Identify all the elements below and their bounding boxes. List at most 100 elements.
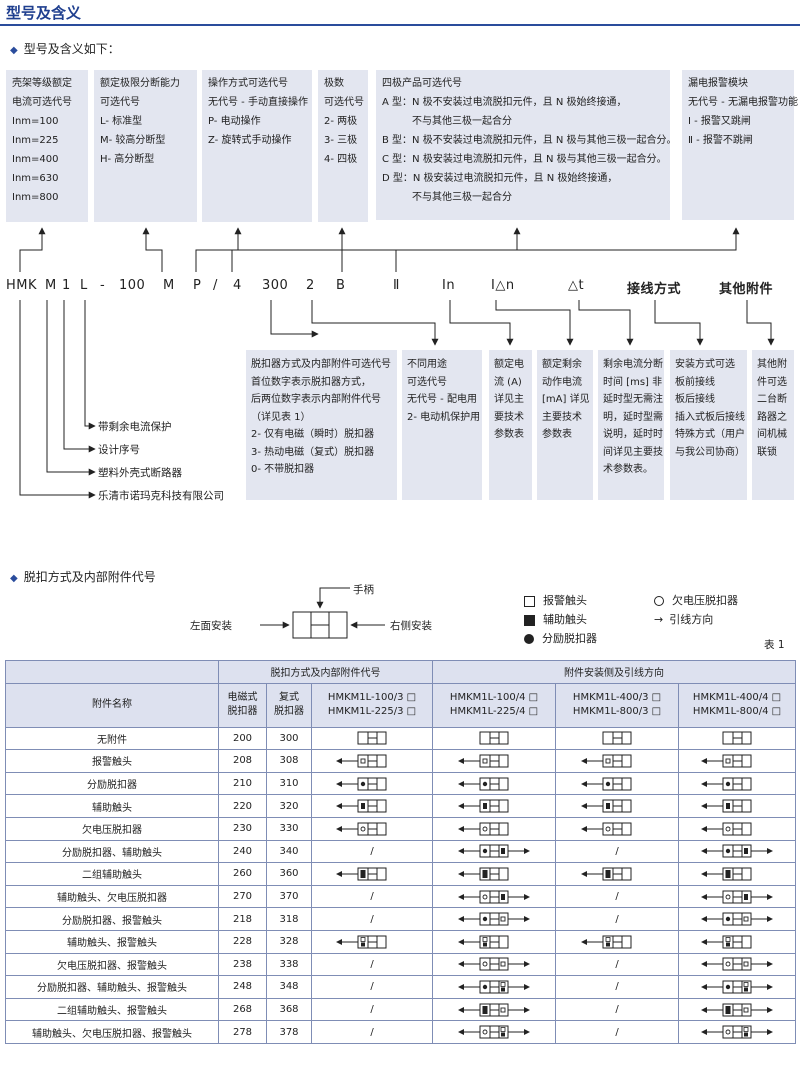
row-name: 辅助触头、报警触头 [5, 929, 219, 954]
breaker-symbol-icon [581, 935, 632, 949]
row-symbol-cell [555, 816, 679, 841]
top-box-line: 壳架等级额定 [12, 78, 72, 89]
right-mount-label: 右侧安装 [390, 620, 432, 632]
bottom-box-line: 2- 仅有电磁（瞬时）脱扣器 [251, 429, 375, 440]
row-em-code: 200 [218, 726, 267, 751]
open-circle-icon [654, 596, 664, 606]
row-symbol-cell [555, 749, 679, 773]
bottom-box-line: 无代号 - 配电用 [407, 394, 477, 405]
row-name: 辅助触头、欠电压脱扣器、报警触头 [5, 1020, 219, 1044]
top-box-line: Inm=400 [12, 154, 59, 165]
code-part: 100 [119, 278, 146, 293]
row-symbol-cell [311, 726, 433, 751]
breaker-symbol-icon [701, 980, 773, 994]
section-heading-1: ◆型号及含义如下： [10, 42, 120, 56]
col-em: 电磁式 脱扣器 [218, 682, 267, 728]
mount-diagram: 手柄 左面安装 右侧安装 [190, 582, 450, 652]
bottom-box-2: 额定电流 (A)详见主要技术参数表 [489, 350, 532, 500]
bottom-box-3: 额定剩余动作电流[mA] 详见主要技术参数表 [537, 350, 593, 500]
breaker-symbol-icon [701, 867, 752, 881]
bottom-box-line: 间详见主要技 [603, 446, 663, 458]
row-symbol-cell [555, 771, 679, 796]
code-part: HMK [6, 278, 38, 293]
top-box-line: A 型：N 极不安装过电流脱扣元件，且 N 极始终接通， [382, 97, 627, 108]
breaker-symbol-icon [458, 799, 509, 813]
breaker-symbol-icon [336, 799, 387, 813]
bottom-box-line: 不同用途 [407, 359, 447, 370]
breaker-symbol-icon [722, 731, 752, 745]
breaker-symbol-icon [458, 867, 509, 881]
row-symbol-cell [432, 839, 556, 864]
row-name: 分励脱扣器、辅助触头 [5, 839, 219, 864]
code-part: In [442, 278, 456, 293]
bottom-box-line: 剩余电流分断 [603, 359, 663, 370]
bottom-box-line: 其他附 [757, 359, 787, 370]
table-group-1: 脱扣方式及内部附件代号 [218, 660, 433, 684]
top-box-line: Inm=100 [12, 116, 59, 127]
code-part: 2 [306, 278, 315, 293]
filled-circle-icon [524, 634, 534, 644]
row-em-code: 268 [218, 997, 267, 1022]
row-name: 二组辅助触头 [5, 862, 219, 886]
row-symbol-cell [432, 749, 556, 773]
col-d: HMKM1L-400/4 □ HMKM1L-800/4 □ [678, 682, 796, 728]
row-symbol-cell [432, 929, 556, 954]
top-box-line: Inm=800 [12, 192, 59, 203]
bottom-box-line: 板前接线 [675, 376, 715, 388]
breaker-symbol-icon [357, 731, 387, 745]
bottom-box-line: 安装方式可选 [675, 359, 735, 370]
bottom-box-line: 术参数表。 [603, 464, 653, 475]
left-label: 乐清市诺玛克科技有限公司 [98, 490, 224, 502]
row-comp-code: 340 [266, 839, 312, 864]
breaker-symbol-icon [458, 754, 509, 768]
top-box-line: B 型：N 极不安装过电流脱扣元件，且 N 极与其他三极一起合分。 [382, 135, 677, 146]
code-part: M [163, 278, 175, 293]
breaker-symbol-icon [336, 935, 387, 949]
breaker-symbol-icon [581, 799, 632, 813]
bottom-box-line: 间机械 [757, 429, 787, 440]
breaker-symbol-icon [336, 777, 387, 791]
row-symbol-cell [678, 997, 796, 1022]
row-symbol-cell: / [311, 884, 433, 909]
bottom-box-line: 可选代号 [407, 376, 447, 388]
bottom-box-line: 流 (A) [494, 376, 522, 388]
row-em-code: 228 [218, 929, 267, 954]
bottom-box-line: 3- 热动电磁（复式）脱扣器 [251, 446, 375, 458]
row-symbol-cell: / [311, 1020, 433, 1044]
handle-label: 手柄 [353, 584, 374, 596]
top-box-line: 不与其他三极一起合分 [382, 116, 512, 127]
row-symbol-cell [678, 794, 796, 818]
top-box-line: 3- 三极 [324, 135, 358, 146]
top-box-line: H- 高分断型 [100, 154, 155, 165]
breaker-symbol-icon [581, 867, 632, 881]
bottom-box-line: 参数表 [494, 429, 524, 440]
breaker-symbol-icon [458, 912, 530, 926]
breaker-symbol-icon [458, 777, 509, 791]
row-symbol-cell: / [311, 839, 433, 864]
row-em-code: 230 [218, 816, 267, 841]
left-label: 塑料外壳式断路器 [98, 467, 182, 479]
slash-mark: / [370, 981, 374, 993]
row-symbol-cell: / [311, 997, 433, 1022]
code-part: 1 [62, 278, 71, 293]
bottom-box-line: 特殊方式（用户 [675, 429, 745, 440]
row-symbol-cell [678, 816, 796, 841]
row-comp-code: 320 [266, 794, 312, 818]
code-part: L [80, 278, 88, 293]
connector-lines [19, 227, 775, 499]
row-symbol-cell: / [555, 975, 679, 999]
code-part: B [336, 278, 346, 293]
row-comp-code: 368 [266, 997, 312, 1022]
row-symbol-cell [678, 839, 796, 864]
bottom-box-line: 延时型无需注 [603, 394, 663, 405]
bottom-box-4: 剩余电流分断时间 [ms] 非延时型无需注明，延时型需说明，延时时间详见主要技术… [598, 350, 664, 500]
top-box-line: Ⅰ - 报警又跳闸 [688, 116, 751, 127]
